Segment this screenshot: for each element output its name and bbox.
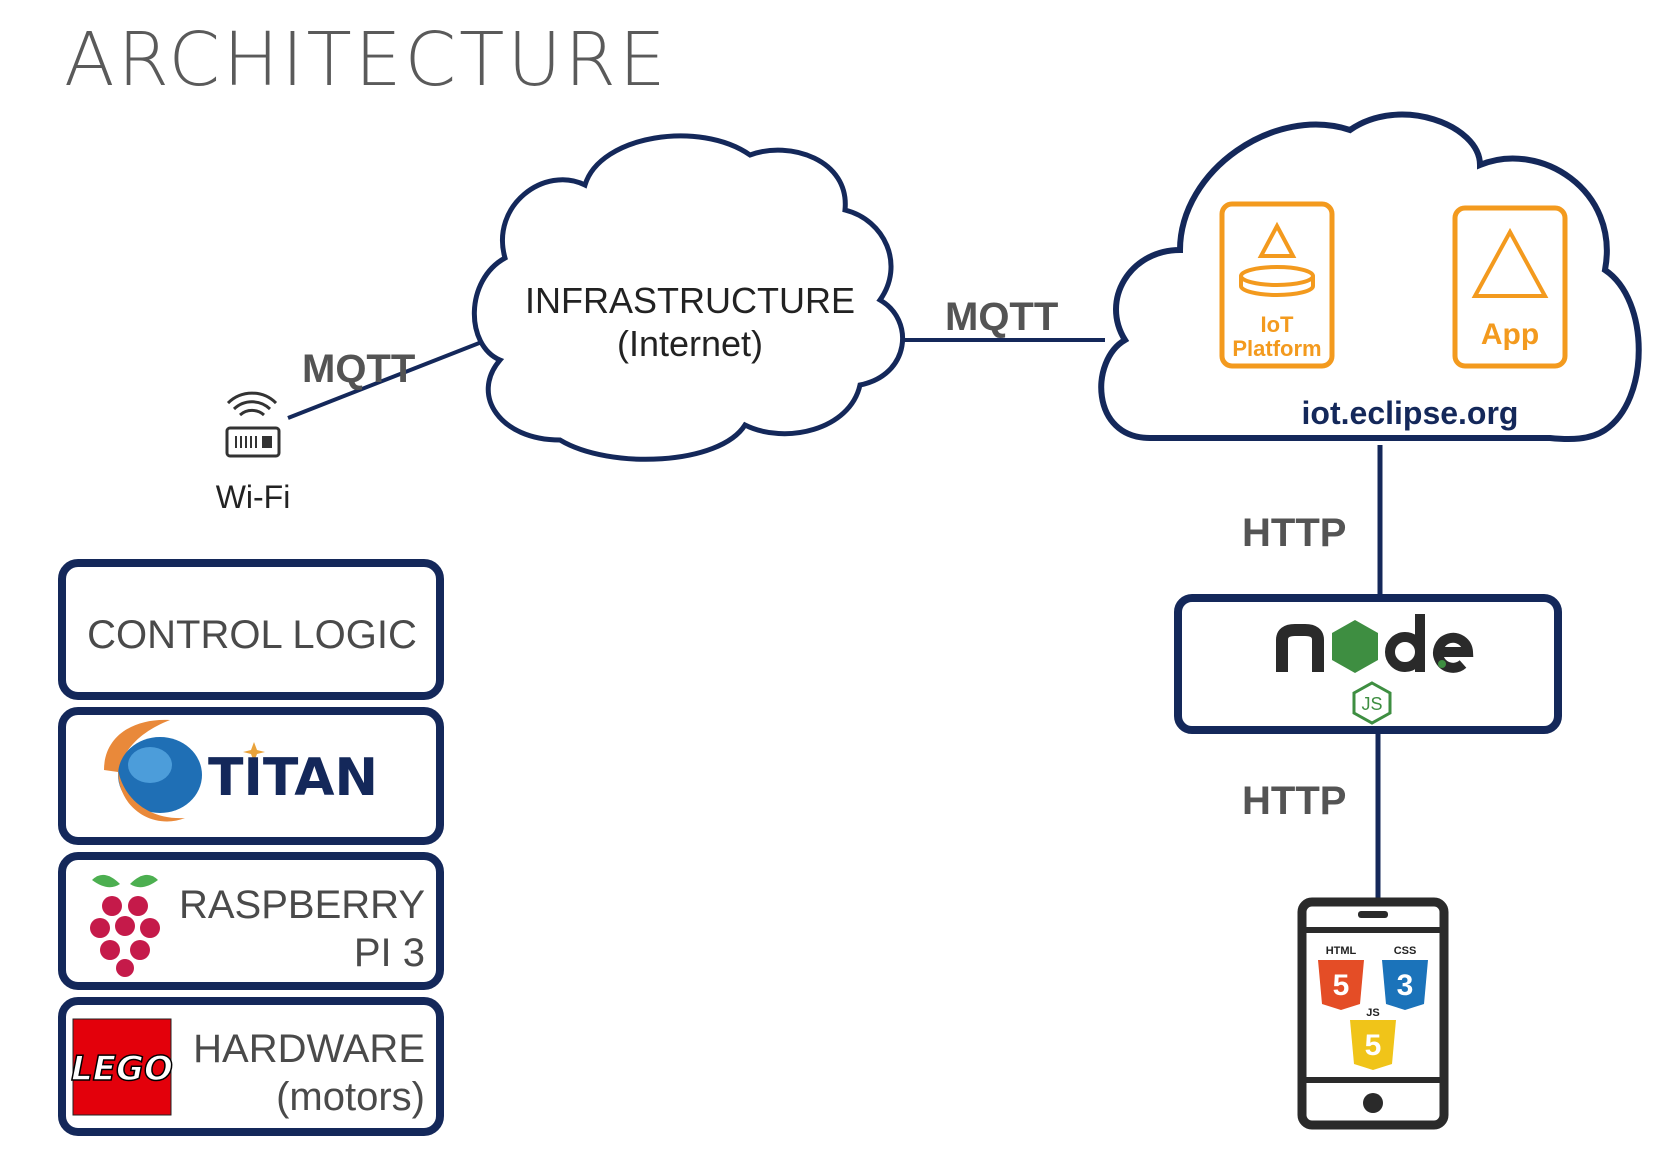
database-icon: [1239, 221, 1315, 297]
app-card: App: [1452, 205, 1568, 369]
wifi-label: Wi-Fi: [216, 479, 291, 515]
phone-icon: HTML 5 CSS 3 JS 5: [1297, 897, 1449, 1130]
infrastructure-label: INFRASTRUCTURE: [525, 280, 855, 321]
infrastructure-cloud: INFRASTRUCTURE (Internet): [471, 133, 905, 462]
raspberry-box: RASPBERRY PI 3: [58, 852, 444, 990]
nodejs-box: JS: [1174, 594, 1562, 734]
http-label-upper: HTTP: [1242, 511, 1346, 555]
svg-text:5: 5: [1365, 1029, 1382, 1062]
mqtt-label-right: MQTT: [945, 295, 1058, 339]
svg-text:3: 3: [1397, 969, 1414, 1002]
svg-text:LEGO: LEGO: [71, 1049, 173, 1089]
raspberry-label-line1: RASPBERRY: [179, 883, 425, 927]
html5-icon: HTML 5: [1318, 945, 1364, 1010]
raspberry-label-line2: PI 3: [354, 931, 425, 975]
titan-logo: TITAN: [104, 719, 378, 822]
mqtt-label-left: MQTT: [302, 347, 415, 391]
iot-platform-label-line1: IoT: [1261, 312, 1295, 337]
control-logic-label: CONTROL LOGIC: [87, 613, 417, 657]
nodejs-logo: JS: [1276, 614, 1474, 725]
titan-box: TITAN: [58, 707, 444, 845]
wifi-infra-connector: [287, 336, 493, 420]
hardware-box: LEGO HARDWARE (motors): [58, 997, 444, 1136]
hardware-label-line2: (motors): [276, 1075, 425, 1119]
internet-label: (Internet): [617, 323, 763, 364]
iot-eclipse-domain: iot.eclipse.org: [1302, 395, 1519, 431]
app-label: App: [1481, 318, 1539, 351]
svg-text:CSS: CSS: [1394, 945, 1417, 957]
svg-text:JS: JS: [1366, 1007, 1379, 1019]
iot-platform-label-line2: Platform: [1232, 336, 1321, 361]
css3-icon: CSS 3: [1382, 945, 1428, 1010]
iot-platform-card: IoT Platform: [1219, 201, 1335, 369]
nodejs-js-badge: JS: [1361, 694, 1382, 714]
svg-text:5: 5: [1333, 969, 1350, 1002]
lego-logo: LEGO: [70, 1018, 174, 1116]
svg-text:HTML: HTML: [1326, 945, 1357, 957]
wifi-router-icon: [225, 391, 281, 458]
control-logic-box: CONTROL LOGIC: [58, 559, 444, 700]
raspberry-pi-icon: [90, 874, 160, 977]
js-icon: JS 5: [1350, 1007, 1396, 1070]
hardware-label-line1: HARDWARE: [193, 1027, 425, 1071]
page-title: ARCHITECTURE: [64, 17, 669, 103]
http-label-lower: HTTP: [1242, 779, 1346, 823]
triangle-icon: [1471, 227, 1549, 298]
titan-label: TITAN: [208, 748, 378, 808]
